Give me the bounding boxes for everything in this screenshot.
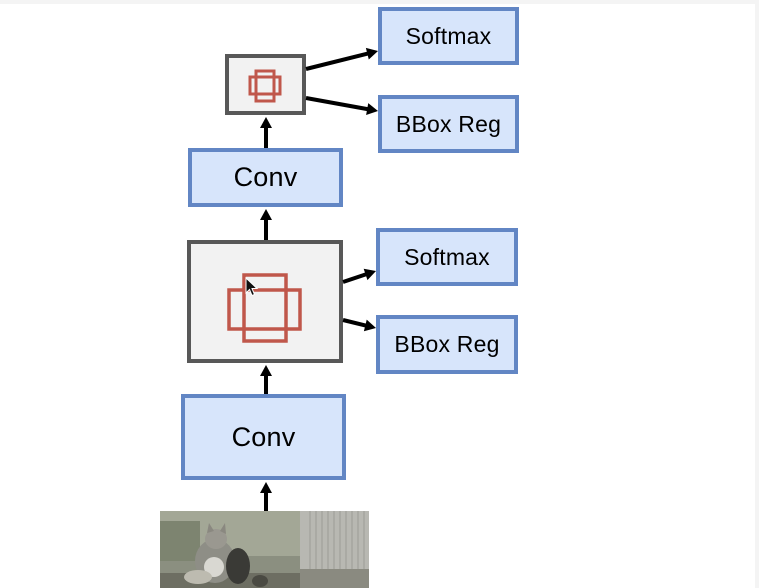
arrow-to-softmax-upper (305, 47, 378, 71)
cat-photo (160, 511, 369, 588)
roi-crop-icon (248, 69, 282, 103)
bbox-reg-label-upper: BBox Reg (395, 110, 502, 137)
arrow-to-softmax-lower (342, 268, 376, 284)
arrow-to-bbox-lower-shaft (342, 318, 367, 328)
softmax-box-upper: Softmax (378, 7, 519, 65)
arrow-to-softmax-lower-head (363, 268, 376, 281)
arrow-to-bbox-lower (342, 318, 376, 332)
feature-map-small (225, 54, 306, 115)
conv-label-lower: Conv (231, 421, 296, 452)
arrow-to-bbox-upper-head (366, 103, 378, 115)
roi-crop-icon (227, 273, 302, 343)
arrow-to-softmax-upper-head (365, 47, 378, 60)
conv-box-upper: Conv (188, 148, 343, 207)
arrow-to-bbox-upper (305, 96, 378, 115)
cursor-icon (245, 277, 259, 297)
arrow-feature-to-conv-head (260, 209, 272, 220)
arrow-conv-to-small-feature-head (260, 117, 272, 128)
arrow-feature-to-conv (260, 209, 272, 240)
feature-map-large (187, 240, 343, 363)
arrow-to-softmax-lower-shaft (342, 272, 368, 284)
top-edge (0, 0, 759, 4)
softmax-label-upper: Softmax (405, 22, 492, 49)
conv-box-lower: Conv (181, 394, 346, 480)
bbox-reg-label-lower: BBox Reg (394, 331, 500, 357)
arrow-conv-to-feature (260, 365, 272, 394)
bbox-reg-box-upper: BBox Reg (378, 95, 519, 153)
softmax-label-lower: Softmax (404, 243, 490, 270)
arrow-conv-to-feature-head (260, 365, 272, 376)
bbox-reg-box-lower: BBox Reg (376, 315, 518, 374)
arrow-conv-to-small-feature (260, 117, 272, 148)
conv-label-upper: Conv (233, 162, 298, 192)
softmax-box-lower: Softmax (376, 228, 518, 286)
arrow-photo-to-conv (260, 482, 272, 511)
arrow-to-bbox-lower-head (363, 319, 376, 332)
arrow-photo-to-conv-head (260, 482, 272, 493)
right-edge (755, 0, 759, 588)
arrow-to-softmax-upper-shaft (305, 51, 369, 71)
arrow-to-bbox-upper-shaft (305, 96, 369, 112)
